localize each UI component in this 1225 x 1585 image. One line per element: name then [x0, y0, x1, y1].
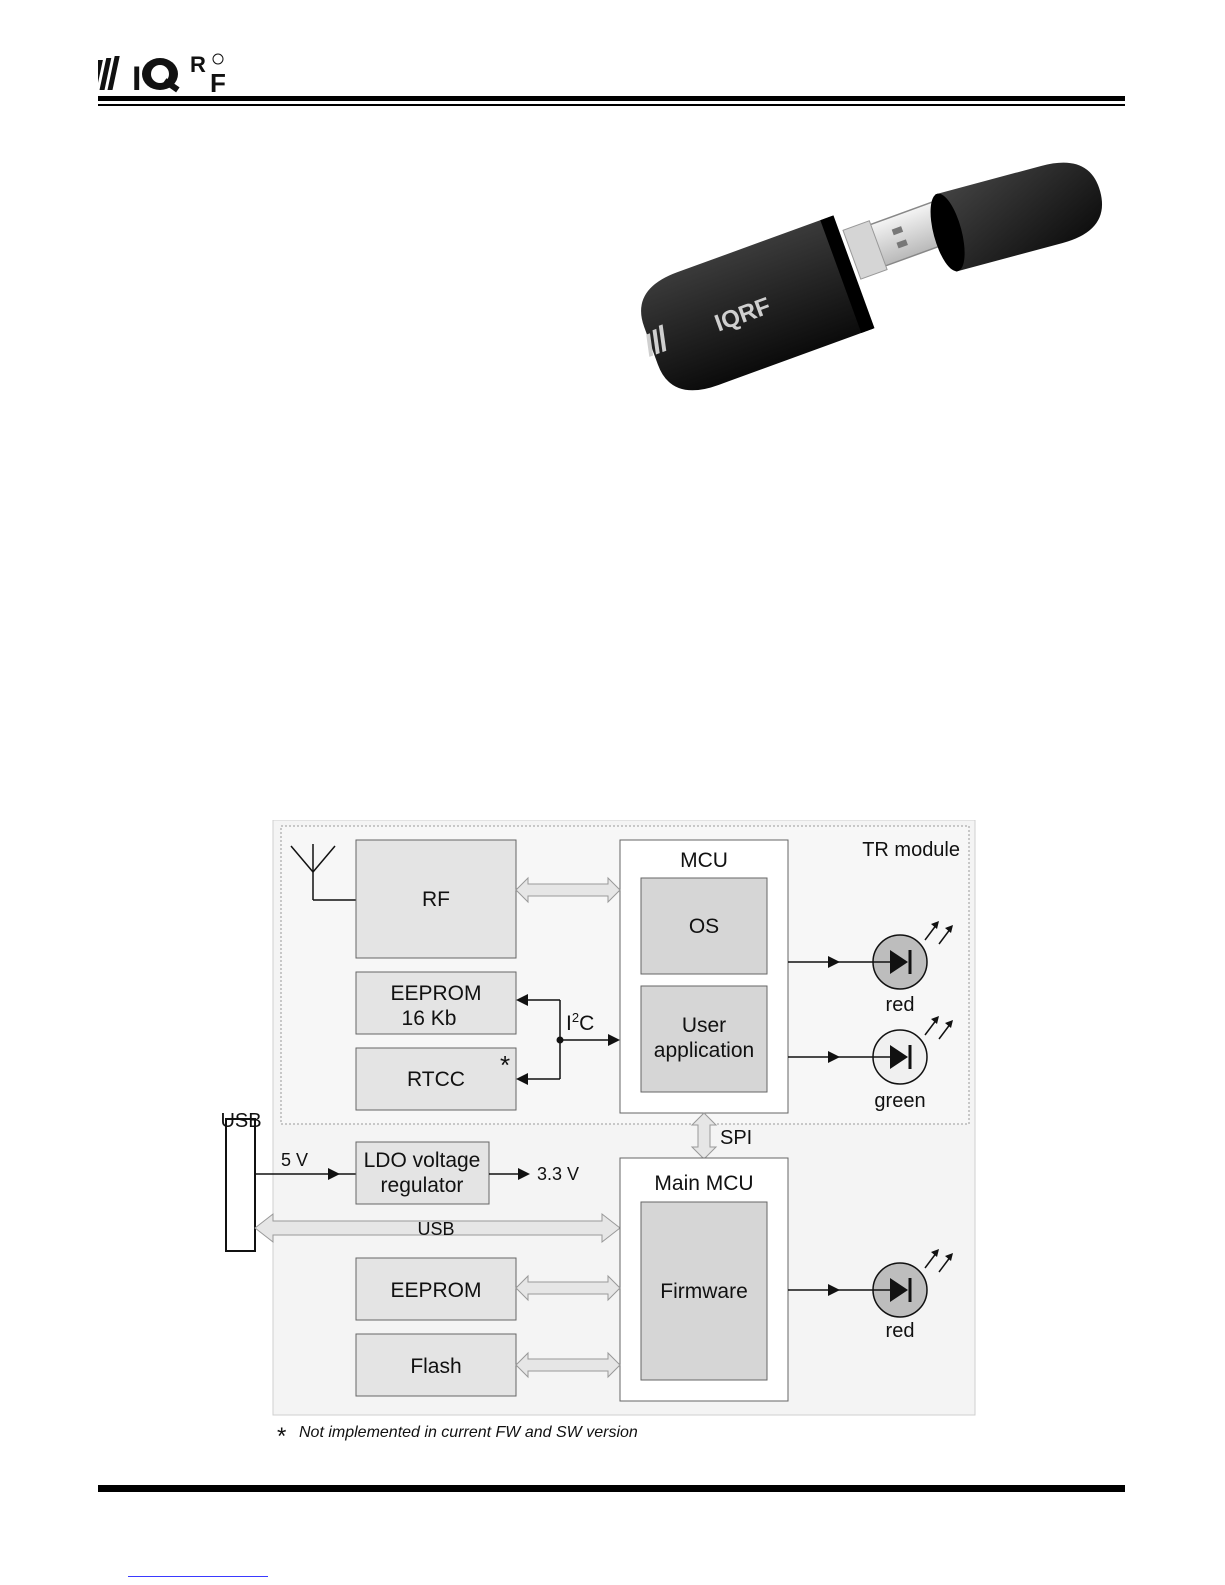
- eeprom-tr-label-line2: 16 Kb: [402, 1007, 457, 1030]
- footer-link-underline[interactable]: [128, 1576, 268, 1577]
- footnote-text: Not implemented in current FW and SW ver…: [299, 1424, 638, 1441]
- user-app-label-line1: User: [682, 1014, 726, 1037]
- eeprom-main-label: EEPROM: [390, 1279, 481, 1302]
- tr-module-label: TR module: [862, 839, 960, 861]
- rf-label: RF: [422, 888, 450, 911]
- svg-text:F: F: [210, 68, 226, 94]
- firmware-label: Firmware: [660, 1280, 748, 1303]
- block-diagram: TR module RF EEPROM 16 Kb RTCC * MCU OS …: [215, 820, 995, 1460]
- rtcc-label: RTCC: [407, 1068, 465, 1091]
- header-rule-thick: [98, 96, 1125, 101]
- footer-rule: [98, 1485, 1125, 1492]
- footnote-asterisk: *: [277, 1423, 286, 1450]
- logo-letter-i: I: [132, 60, 141, 94]
- header-rule-thin: [98, 104, 1125, 106]
- mcu-label: MCU: [680, 849, 728, 872]
- ldo-label-line2: regulator: [381, 1174, 464, 1197]
- iqrf-logo: I R F: [98, 50, 258, 94]
- i2c-junction: [557, 1037, 564, 1044]
- rtcc-asterisk: *: [500, 1050, 510, 1080]
- led-green-label: green: [874, 1090, 925, 1112]
- voltage-out-label: 3.3 V: [537, 1164, 579, 1184]
- svg-text:R: R: [190, 52, 206, 77]
- led-red-top-label: red: [886, 994, 915, 1016]
- led-red-bottom-label: red: [886, 1320, 915, 1342]
- usb-dongle-image: IQRF: [630, 120, 1130, 420]
- ldo-label-line1: LDO voltage: [364, 1149, 481, 1172]
- spi-label: SPI: [720, 1127, 752, 1149]
- os-label: OS: [689, 915, 719, 938]
- usb-connector-label: USB: [220, 1110, 261, 1132]
- flash-label: Flash: [410, 1355, 461, 1378]
- i2c-label: I2C: [566, 1010, 594, 1035]
- voltage-in-label: 5 V: [281, 1150, 308, 1170]
- usb-connector: [226, 1119, 255, 1251]
- main-mcu-label: Main MCU: [654, 1172, 753, 1195]
- usb-bus-label: USB: [417, 1219, 454, 1239]
- user-app-label-line2: application: [654, 1039, 754, 1062]
- eeprom-tr-label-line1: EEPROM: [390, 982, 481, 1005]
